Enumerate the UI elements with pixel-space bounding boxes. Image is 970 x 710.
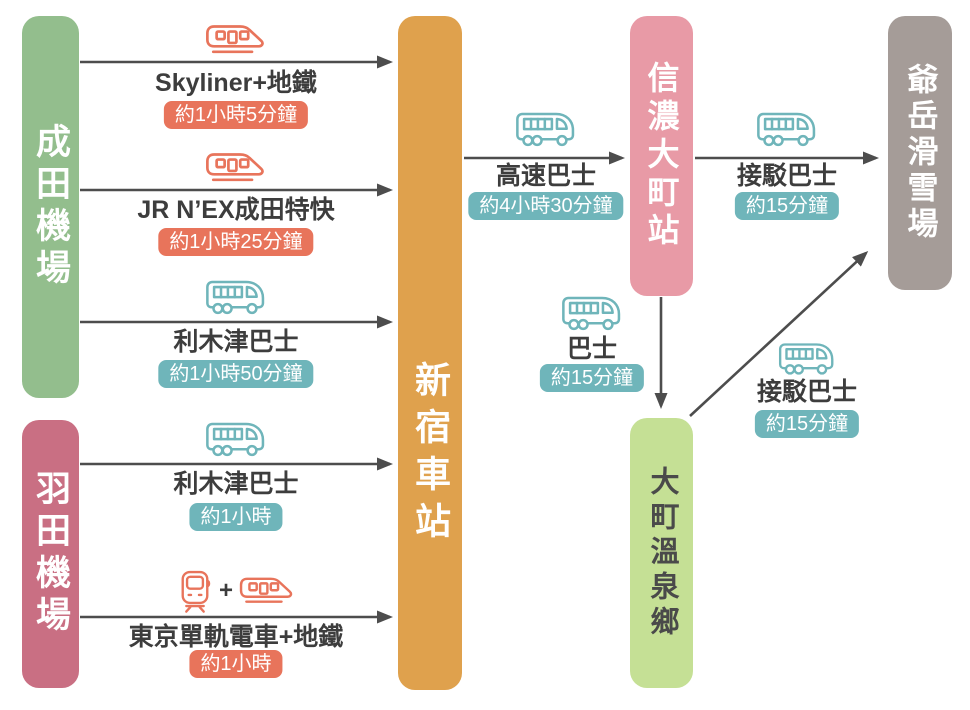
monorail-plus-subway-icons: + — [176, 568, 296, 614]
node-label: 大町溫泉鄉 — [646, 465, 678, 641]
bus-icon — [755, 108, 819, 152]
node-shinano-omachi-station: 信濃大町站 — [630, 16, 693, 296]
node-label: 爺岳滑雪場 — [902, 63, 938, 243]
node-label: 成田機場 — [31, 123, 70, 291]
route-duration-badge: 約1小時25分鐘 — [158, 228, 314, 256]
route-label: JR N’EX成田特快 — [137, 196, 335, 224]
subway-front-icon — [176, 568, 214, 614]
bus-icon — [514, 108, 578, 152]
route-label: 接駁巴士 — [736, 162, 838, 190]
route-label: 高速巴士 — [495, 162, 597, 190]
bus-icon — [560, 292, 624, 336]
route-label: 利木津巴士 — [173, 470, 299, 498]
route-label: 巴士 — [566, 335, 618, 363]
route-duration-badge: 約1小時50分鐘 — [158, 360, 314, 388]
monorail-side-icon — [238, 575, 296, 607]
route-label: 東京單軌電車+地鐵 — [128, 623, 344, 651]
route-duration-badge: 約1小時 — [189, 650, 283, 678]
node-omachi-onsen: 大町溫泉鄉 — [630, 418, 693, 688]
route-label: 接駁巴士 — [756, 378, 858, 406]
route-duration-badge: 約15分鐘 — [754, 410, 860, 438]
node-narita-airport: 成田機場 — [22, 16, 79, 398]
node-jiigatake-ski-resort: 爺岳滑雪場 — [888, 16, 952, 290]
node-label: 信濃大町站 — [643, 61, 680, 251]
train-side-icon — [204, 22, 268, 58]
route-duration-badge: 約1小時 — [189, 503, 283, 531]
route-duration-badge: 約4小時30分鐘 — [468, 192, 624, 220]
route-duration-badge: 約1小時5分鐘 — [163, 101, 309, 129]
bus-icon — [204, 418, 268, 462]
route-duration-badge: 約15分鐘 — [539, 364, 645, 392]
plus-separator: + — [218, 577, 234, 604]
route-label: 利木津巴士 — [173, 328, 299, 356]
bus-icon — [777, 339, 837, 380]
node-label: 羽田機場 — [31, 470, 70, 638]
node-shinjuku-station: 新宿車站 — [398, 16, 462, 690]
route-label: Skyliner+地鐵 — [155, 69, 317, 97]
bus-icon — [204, 276, 268, 320]
route-duration-badge: 約15分鐘 — [734, 192, 840, 220]
train-side-icon — [204, 150, 268, 186]
node-haneda-airport: 羽田機場 — [22, 420, 79, 688]
node-label: 新宿車站 — [410, 361, 451, 549]
